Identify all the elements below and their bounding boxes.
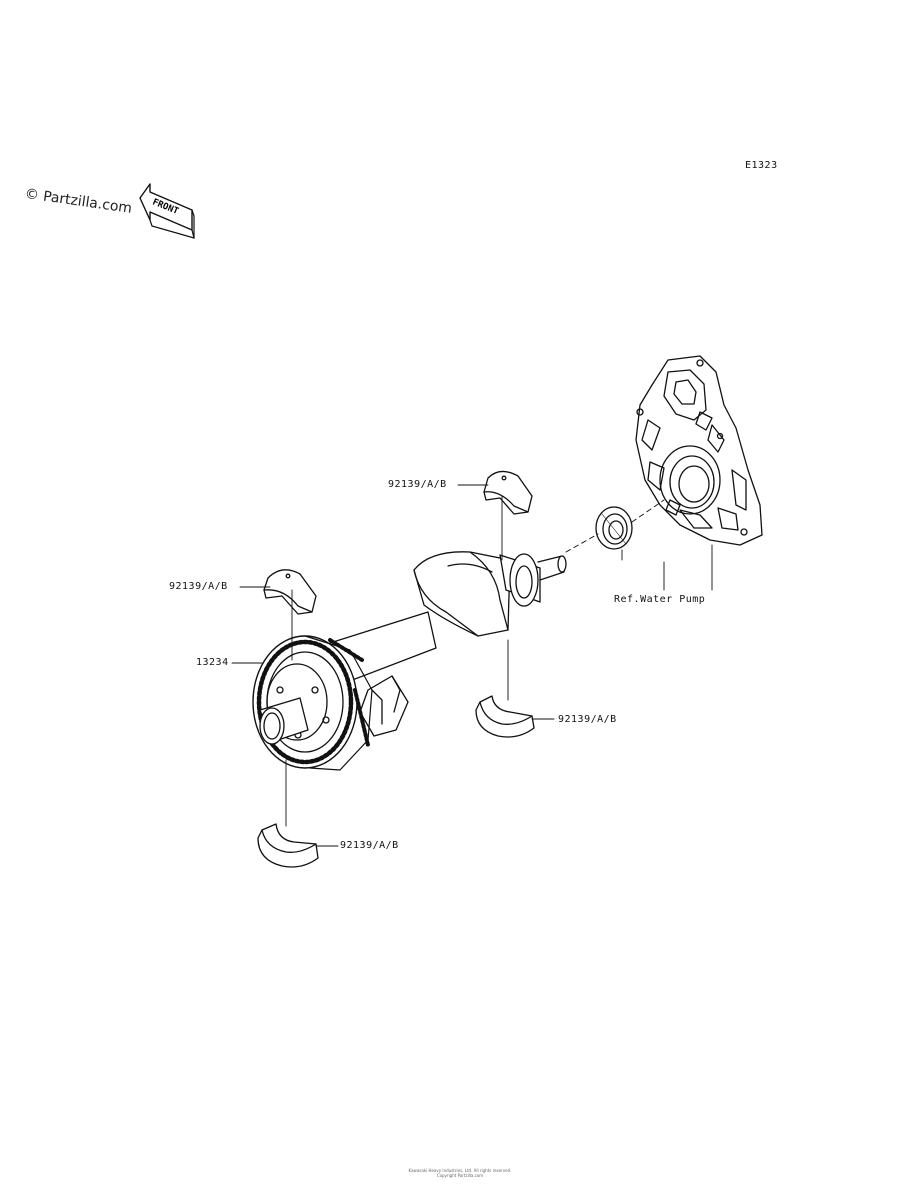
- water-pump-cover: [635, 355, 763, 546]
- bearing-top: [483, 470, 533, 515]
- callout-bearing-top[interactable]: 92139/A/B: [388, 479, 447, 490]
- front-direction-arrow-icon: FRONT: [139, 183, 195, 239]
- diagram-code: E1323: [745, 160, 778, 171]
- callout-bearing-bottom[interactable]: 92139/A/B: [340, 840, 399, 851]
- alignment-lines: [565, 499, 665, 553]
- callout-bearing-left[interactable]: 92139/A/B: [169, 581, 228, 592]
- footer-line-2: Copyright Partzilla.com: [436, 1173, 484, 1178]
- footer-line-1: Kawasaki Heavy Industries, Ltd. All righ…: [408, 1168, 512, 1173]
- bearing-right: [475, 695, 535, 738]
- bearing-bottom: [257, 823, 319, 868]
- callout-bearing-right[interactable]: 92139/A/B: [558, 714, 617, 725]
- oil-seal: [595, 506, 633, 550]
- callout-gear[interactable]: 13234: [196, 657, 229, 668]
- leader-lines: [231, 484, 713, 847]
- balancer-gear: [252, 635, 373, 771]
- copyright-footer: Kawasaki Heavy Industries, Ltd. All righ…: [250, 1168, 670, 1178]
- bearing-left: [263, 569, 317, 615]
- callout-ref-water-pump: Ref.Water Pump: [614, 594, 706, 605]
